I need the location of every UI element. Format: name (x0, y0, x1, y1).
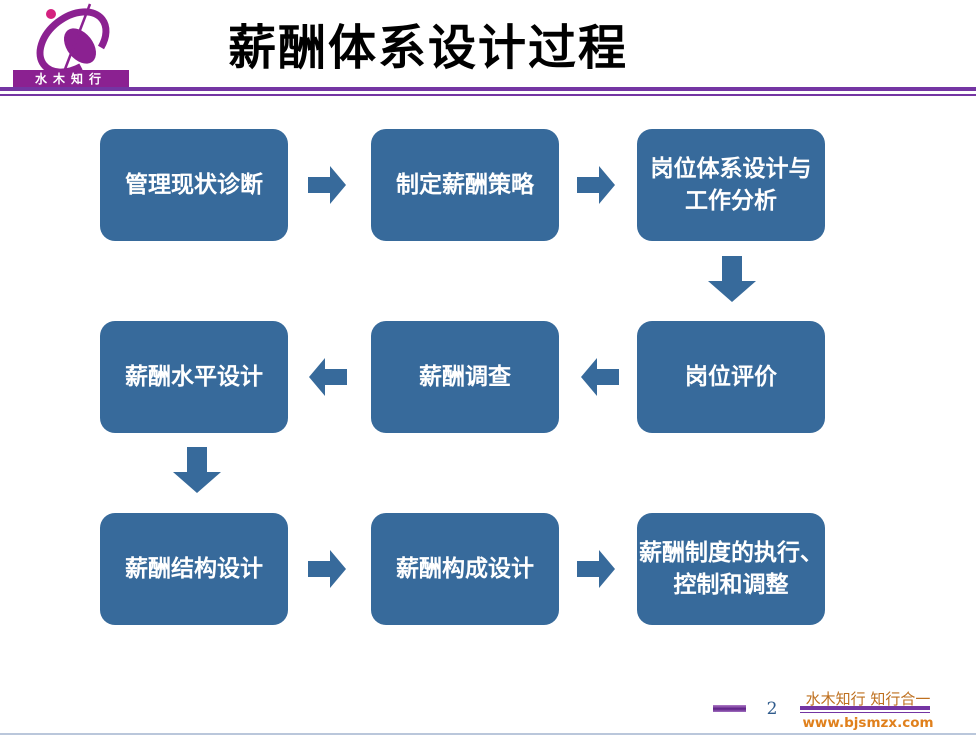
arrow-left-icon (581, 358, 619, 396)
arrow-right-icon (577, 166, 615, 204)
flow-box-salary-composition-design: 薪酬构成设计 (371, 513, 559, 625)
arrow-left-icon (309, 358, 347, 396)
page-number: 2 (766, 699, 778, 719)
page-title: 薪酬体系设计过程 (228, 20, 629, 76)
footer-website: www.bjsmzx.com (802, 715, 934, 731)
flow-box-salary-strategy: 制定薪酬策略 (371, 129, 559, 241)
flow-box-salary-survey: 薪酬调查 (371, 321, 559, 433)
footer-divider (800, 706, 930, 713)
logo-dot-icon (46, 9, 56, 19)
header-divider (0, 87, 976, 96)
slide-bottom-border (0, 733, 976, 735)
flow-box-position-system-design: 岗位体系设计与 工作分析 (637, 129, 825, 241)
flow-box-salary-system-execution: 薪酬制度的执行、 控制和调整 (637, 513, 825, 625)
arrow-down-icon (173, 447, 221, 493)
flow-box-management-diagnosis: 管理现状诊断 (100, 129, 288, 241)
company-logo: 水木知行 (10, 2, 132, 92)
footer-accent-bar (713, 705, 746, 712)
arrow-right-icon (308, 550, 346, 588)
arrow-right-icon (577, 550, 615, 588)
flow-box-salary-level-design: 薪酬水平设计 (100, 321, 288, 433)
flow-box-position-evaluation: 岗位评价 (637, 321, 825, 433)
orbit-logo-icon (36, 3, 110, 91)
arrow-right-icon (308, 166, 346, 204)
flow-box-salary-structure-design: 薪酬结构设计 (100, 513, 288, 625)
arrow-down-icon (708, 256, 756, 302)
logo-company-name: 水木知行 (13, 70, 129, 87)
footer-slogan: 水木知行 知行合一 (805, 690, 931, 708)
